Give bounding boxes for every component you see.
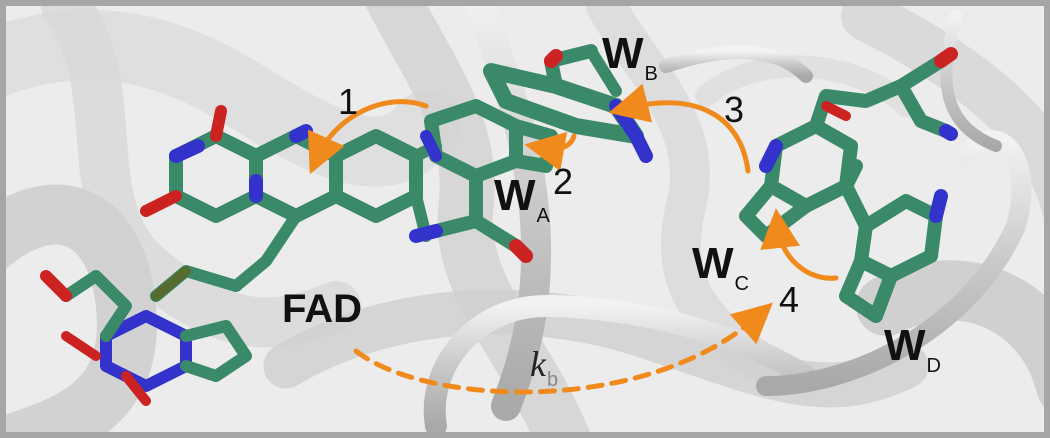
step-3-label: 3 [724, 89, 745, 130]
arrow-step-2 [524, 131, 577, 172]
arrow-step-3 [608, 83, 751, 174]
arrow-step-4 [760, 208, 839, 281]
label-kb-sub: b [546, 369, 559, 391]
tryptophan-wa [409, 99, 558, 263]
label-wb-sub: B [644, 63, 658, 85]
arrow-kb [353, 302, 773, 395]
transfer-arrows [307, 83, 839, 395]
label-kb: kb [530, 344, 559, 391]
step-4-label: 4 [779, 279, 800, 320]
label-wc-sub: C [734, 273, 749, 295]
label-wa-sub: A [536, 205, 550, 227]
tryptophan-wd [839, 159, 948, 323]
label-wb: WB [602, 29, 658, 85]
label-wd: WD [884, 321, 941, 377]
label-wc: WC [692, 239, 749, 295]
label-wd-sub: D [926, 355, 941, 377]
protein-scene [6, 6, 1044, 432]
label-fad: FAD [282, 287, 362, 331]
protein-ribbon [6, 6, 1044, 432]
step-1-label: 1 [338, 81, 359, 122]
arrow-step-1 [307, 99, 429, 175]
step-2-label: 2 [553, 161, 574, 202]
label-wa: WA [494, 171, 550, 227]
